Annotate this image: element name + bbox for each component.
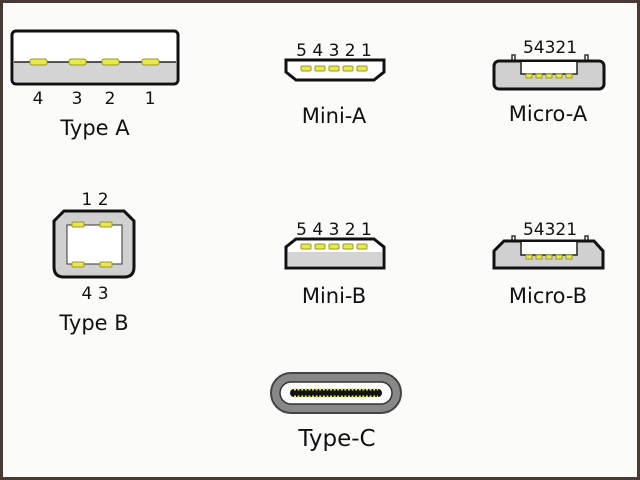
micro-b-pin-numbers: 54321 (523, 220, 577, 240)
mini-a-label: Mini-A (302, 104, 367, 128)
micro-a-pin-numbers: 54321 (523, 38, 577, 58)
mini-a-connector (284, 58, 386, 82)
micro-a-connector (492, 54, 606, 91)
type-a-pin-number: 4 (33, 89, 44, 109)
micro-a-label: Micro-A (509, 102, 588, 126)
micro-b-connector (492, 235, 605, 270)
mini-a-pin-numbers: 5 4 3 2 1 (296, 41, 372, 61)
type-a-connector (10, 29, 180, 86)
type-a-pin-number: 1 (145, 89, 156, 109)
type-a-pin (101, 58, 120, 66)
type-a-pin (68, 58, 87, 66)
mini-b-label: Mini-B (302, 284, 366, 308)
type-b-pin-numbers-top: 1 2 (81, 190, 108, 210)
mini-b-pin-numbers: 5 4 3 2 1 (296, 220, 372, 240)
type-a-label: Type A (59, 116, 130, 140)
micro-b-label: Micro-B (509, 284, 587, 308)
type-a-pin-number: 2 (105, 89, 116, 109)
type-b-pin-numbers-bottom: 4 3 (81, 284, 108, 304)
type-c-label: Type-C (297, 426, 375, 452)
type-a-pin (141, 58, 160, 66)
type-a-pin-number: 3 (72, 89, 83, 109)
type-c-connector (270, 372, 402, 414)
type-b-connector (52, 209, 136, 279)
type-b-label: Type B (58, 311, 128, 335)
type-a-pin (29, 58, 48, 66)
mini-b-connector (284, 237, 386, 270)
